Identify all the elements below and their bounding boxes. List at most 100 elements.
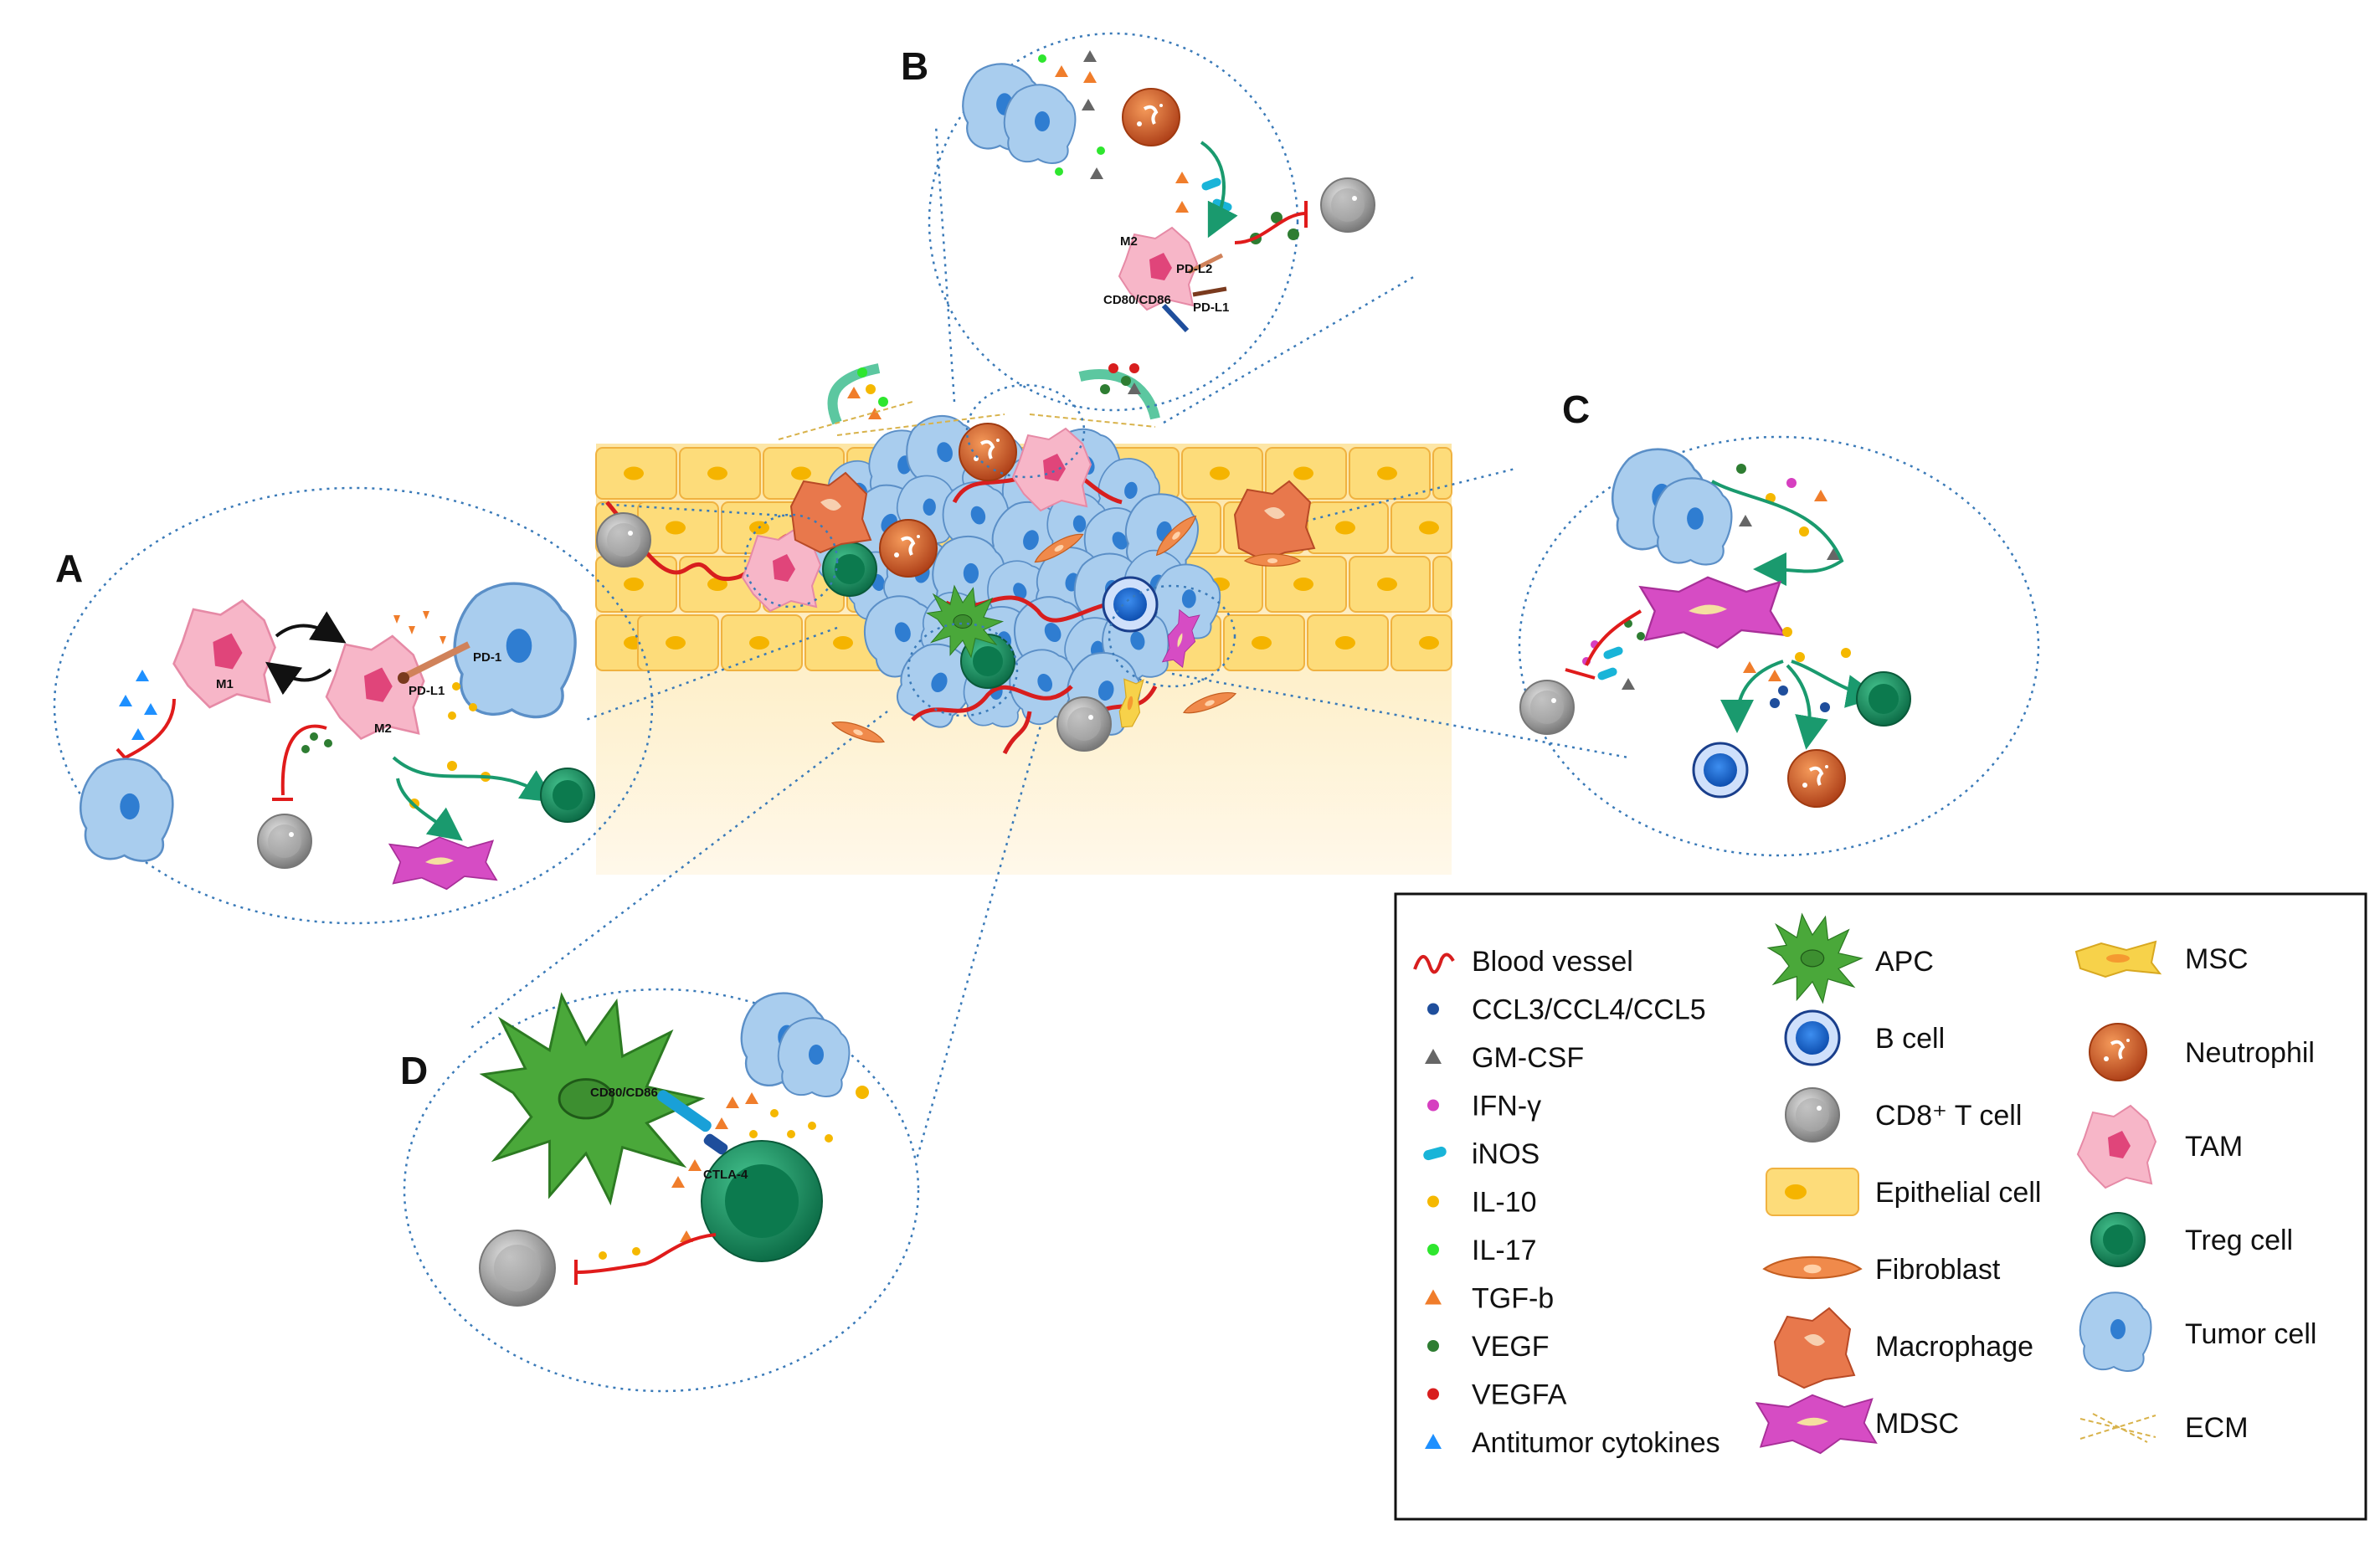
ecm-fiber [1029, 413, 1156, 428]
legend-item-macrophage: Macrophage [1774, 1307, 2033, 1389]
legend-item-vegfa: VEGFA [1427, 1379, 1567, 1411]
cd8-t-cell [1056, 696, 1112, 752]
epithelial-cell [1307, 614, 1389, 671]
treg-cell [822, 542, 877, 597]
legend-item-blood-vessel: Blood vessel [1413, 946, 1633, 978]
legend-item-tam: TAM [2077, 1105, 2243, 1189]
epithelial-cell [1265, 556, 1347, 613]
epithelial-cell [637, 614, 719, 671]
legend-item-il-10: IL-10 [1427, 1187, 1537, 1219]
legend-item-epithelial-cell: Epithelial cell [1766, 1168, 2041, 1216]
epithelial-cell [1349, 556, 1431, 613]
legend-label: IL-10 [1472, 1187, 1537, 1219]
b-m2-label: M2 [1120, 234, 1138, 249]
ecm-icon [2079, 1413, 2156, 1443]
legend-item-ecm: ECM [2079, 1412, 2249, 1444]
panel-b: B M2 PD-L2 PD-L1 CD80/CD86 [901, 32, 1375, 412]
cd8-t-cell-icon [1785, 1087, 1840, 1143]
legend-label: TGF-b [1472, 1283, 1554, 1315]
epithelial-cell [595, 447, 677, 500]
legend-item-treg-cell: Treg cell [2090, 1212, 2293, 1267]
blood-vessel-icon [1413, 953, 1455, 974]
neutrophil-icon [2088, 1022, 2148, 1082]
b-cell [1102, 576, 1159, 633]
legend-label: Macrophage [1875, 1331, 2033, 1363]
m1-label: M1 [216, 677, 234, 691]
legend-item-mdsc: MDSC [1755, 1394, 1959, 1455]
legend-label: B cell [1875, 1023, 1945, 1055]
dot-icon [1427, 1195, 1439, 1208]
epithelial-cell [1432, 556, 1452, 613]
blood-vessel [1002, 711, 1032, 755]
dot-icon [1427, 1003, 1439, 1015]
legend-item-ifn-: IFN-γ [1427, 1091, 1541, 1122]
legend-label: iNOS [1472, 1138, 1540, 1170]
legend-item-b-cell: B cell [1784, 1009, 1945, 1066]
legend-label: Neutrophil [2185, 1037, 2315, 1069]
legend-label: TAM [2185, 1131, 2243, 1163]
legend-item-msc: MSC [2075, 941, 2249, 978]
triangle-icon [1425, 1049, 1442, 1064]
panel-a: A M1 M2 PD-1 PD-L1 [53, 486, 654, 925]
triangle-icon [1425, 1289, 1442, 1305]
dot-icon [1427, 1340, 1439, 1352]
ecm-fiber [836, 413, 1005, 436]
legend-label: Tumor cell [2185, 1318, 2316, 1350]
legend-item-cd8-t-cell: CD8⁺ T cell [1785, 1087, 2022, 1143]
dot-icon [1427, 1244, 1439, 1256]
panel-c: C [1518, 388, 2040, 857]
legend-label: Treg cell [2185, 1225, 2293, 1256]
epithelial-cell [1223, 614, 1305, 671]
tumor-mass [596, 363, 1315, 755]
pdl2-label: PD-L2 [1176, 262, 1212, 276]
legend-label: CD8⁺ T cell [1875, 1100, 2022, 1132]
epithelial-cell [721, 614, 803, 671]
b-pdl1-label: PD-L1 [1193, 300, 1229, 315]
panel-b-letter: B [901, 44, 928, 88]
epithelial-cell [1390, 501, 1452, 554]
epithelial-cell [1390, 614, 1452, 671]
pdl1-label: PD-L1 [409, 684, 445, 698]
panel-d-letter: D [400, 1049, 428, 1092]
legend-label: ECM [2185, 1412, 2249, 1444]
legend-item-tumor-cell: Tumor cell [2079, 1292, 2316, 1372]
panel-d: D CD80/CD86 CTLA-4 [400, 988, 920, 1393]
neutrophil [958, 422, 1018, 482]
legend-label: IL-17 [1472, 1235, 1537, 1266]
legend-label: APC [1875, 946, 1934, 978]
m2-label: M2 [374, 722, 392, 736]
msc-icon [2075, 941, 2161, 978]
triangle-icon [1425, 1434, 1442, 1449]
ecm-fiber [778, 401, 913, 440]
dot-icon [1427, 1099, 1439, 1112]
legend-item-inos: iNOS [1423, 1138, 1540, 1170]
legend-label: VEGFA [1472, 1379, 1567, 1411]
epithelial-cell [1349, 447, 1431, 500]
legend-label: GM-CSF [1472, 1042, 1584, 1074]
legend-item-il-17: IL-17 [1427, 1235, 1537, 1266]
legend-label: IFN-γ [1472, 1091, 1541, 1122]
legend-item-fibroblast: Fibroblast [1763, 1254, 2001, 1286]
focus-circles [743, 383, 1236, 717]
epithelial-cell [637, 501, 719, 554]
legend-label: Epithelial cell [1875, 1177, 2041, 1209]
panel-a-letter: A [55, 547, 83, 590]
legend-item-neutrophil: Neutrophil [2088, 1022, 2315, 1082]
secretion-arrow-right [1078, 369, 1160, 420]
legend-label: CCL3/CCL4/CCL5 [1472, 994, 1706, 1026]
epithelial-cell [1181, 447, 1263, 500]
neutrophil [878, 518, 938, 578]
legend-item-apc: APC [1767, 913, 1934, 1004]
legend-label: Fibroblast [1875, 1254, 2001, 1286]
legend-item-tgf-b: TGF-b [1425, 1283, 1554, 1315]
treg-cell-icon [2090, 1212, 2146, 1267]
epithelial-cell [1432, 447, 1452, 500]
cd8-t-cell [596, 512, 651, 567]
legend-label: MDSC [1875, 1408, 1959, 1440]
legend-label: Blood vessel [1472, 946, 1633, 978]
legend-label: Antitumor cytokines [1472, 1427, 1720, 1459]
legend-item-vegf: VEGF [1427, 1331, 1550, 1363]
epithelial-cell-icon [1766, 1168, 1859, 1216]
